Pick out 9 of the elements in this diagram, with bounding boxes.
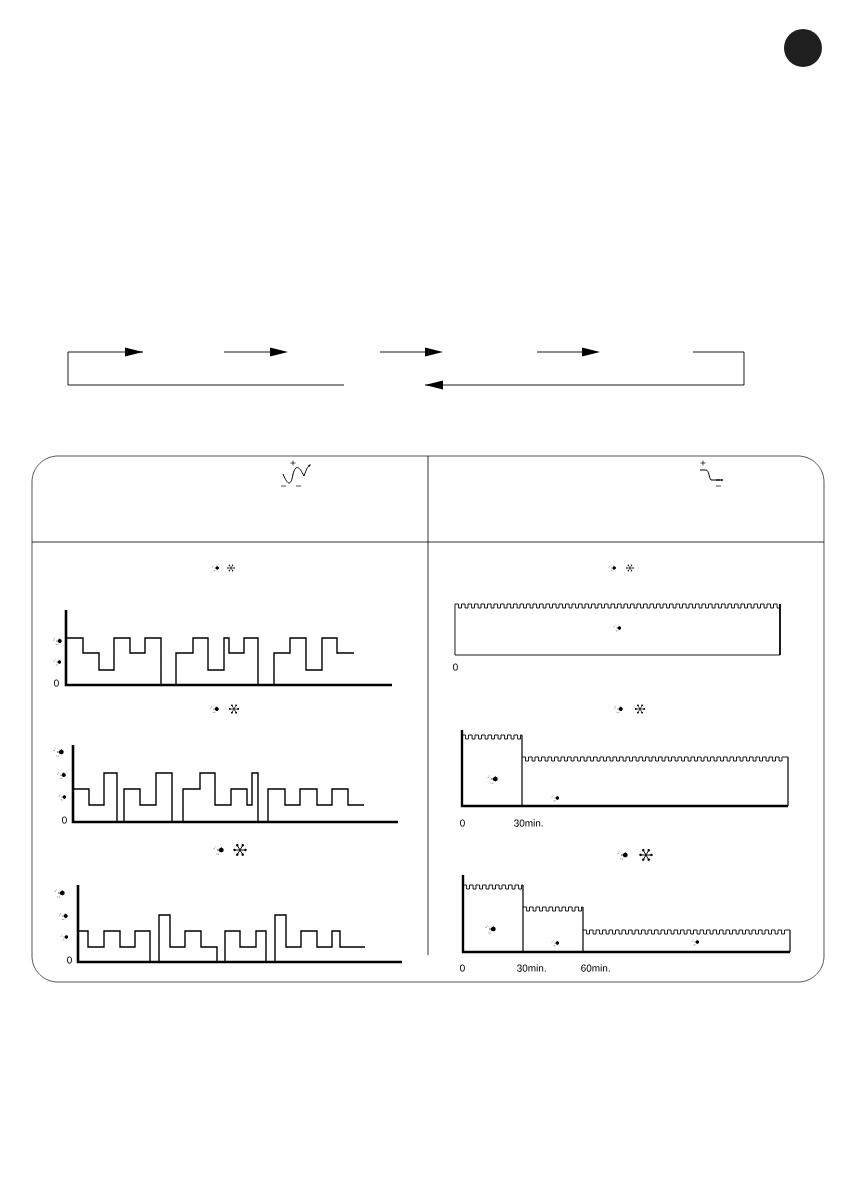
- axis-label: 0: [460, 819, 465, 827]
- axis-label: 0: [54, 679, 59, 687]
- axis-label: 0: [62, 816, 67, 824]
- axis-label: 30min.: [514, 819, 543, 827]
- axis-label: 0: [453, 663, 458, 671]
- axis-label: 30min.: [517, 964, 546, 972]
- axis-label: 60min.: [581, 964, 610, 972]
- axis-label: 0: [460, 964, 465, 972]
- axis-label: 0: [67, 956, 72, 964]
